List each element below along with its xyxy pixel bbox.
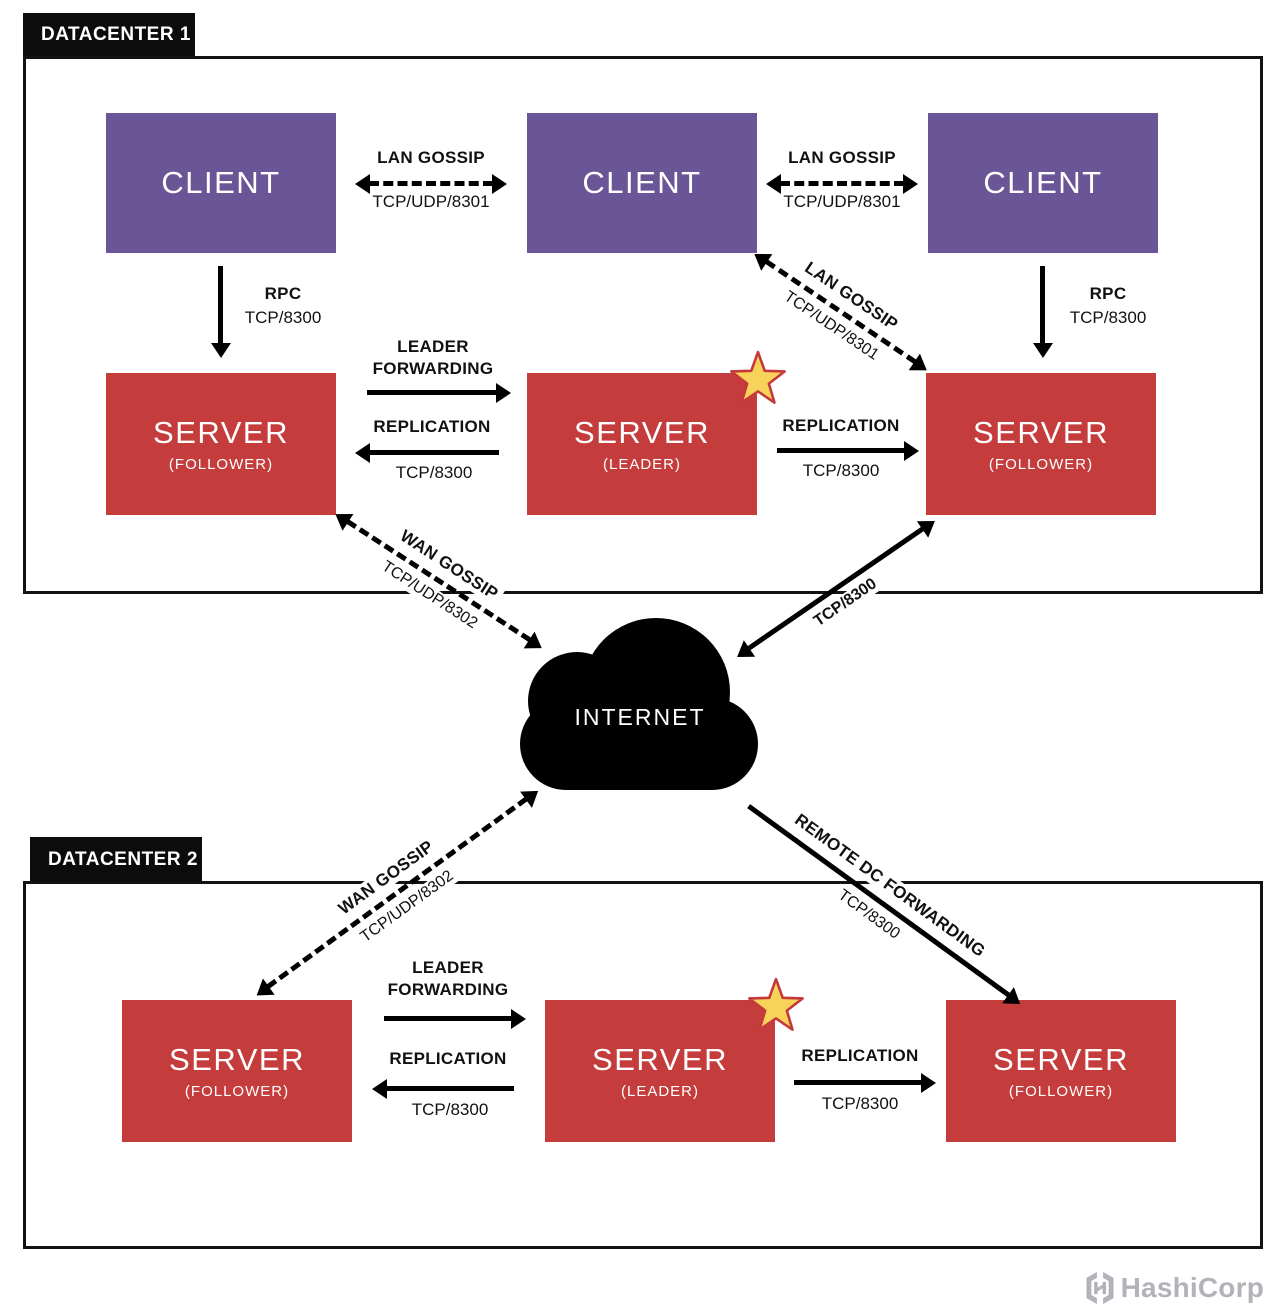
datacenter1-label: DATACENTER 1 [41, 24, 191, 45]
leader-forwarding-label-line2: FORWARDING [372, 359, 494, 378]
replication-label: REPLICATION [782, 416, 900, 435]
server-title: SERVER [153, 415, 289, 450]
client-title: CLIENT [983, 165, 1103, 200]
leader-forwarding-label-line1: LEADER [397, 337, 469, 356]
leader-forwarding-arrow [384, 1008, 526, 1029]
dc2-server-follower-right: SERVER (FOLLOWER) [946, 1000, 1176, 1142]
server-role: (FOLLOWER) [184, 1083, 290, 1100]
dc1-client-2: CLIENT [527, 113, 757, 253]
lan-gossip-arrow [355, 173, 507, 194]
hashicorp-wordmark: HashiCorp [1120, 1272, 1264, 1303]
leader-forwarding-arrow [367, 382, 511, 403]
datacenter2-tab: DATACENTER 2 [30, 837, 202, 882]
server-title: SERVER [592, 1042, 728, 1077]
server-role: (FOLLOWER) [988, 456, 1094, 473]
lan-gossip-port: TCP/UDP/8301 [783, 192, 901, 211]
leader-star-icon [730, 350, 786, 404]
replication-label: REPLICATION [801, 1046, 919, 1065]
server-title: SERVER [993, 1042, 1129, 1077]
dc2-server-follower-left: SERVER (FOLLOWER) [122, 1000, 352, 1142]
server-title: SERVER [574, 415, 710, 450]
leader-star-icon [748, 977, 804, 1031]
server-title: SERVER [169, 1042, 305, 1077]
replication-port: TCP/8300 [411, 1100, 489, 1119]
datacenter1-tab: DATACENTER 1 [23, 13, 195, 57]
dc1-server-leader: SERVER (LEADER) [527, 373, 757, 515]
replication-port: TCP/8300 [395, 463, 473, 482]
replication-arrow [794, 1072, 936, 1093]
rpc-port: TCP/8300 [1069, 308, 1147, 327]
internet-cloud: INTERNET [520, 618, 760, 790]
server-role: (FOLLOWER) [1008, 1083, 1114, 1100]
leader-forwarding-label-line2: FORWARDING [387, 980, 509, 999]
dc2-server-leader: SERVER (LEADER) [545, 1000, 775, 1142]
server-role: (LEADER) [602, 456, 681, 473]
server-role: (LEADER) [620, 1083, 699, 1100]
server-title: SERVER [973, 415, 1109, 450]
replication-arrow [355, 442, 499, 463]
replication-port: TCP/8300 [802, 461, 880, 480]
server-role: (FOLLOWER) [168, 456, 274, 473]
replication-arrow [372, 1078, 514, 1099]
rpc-port: TCP/8300 [244, 308, 322, 327]
dc1-client-3: CLIENT [928, 113, 1158, 253]
client-title: CLIENT [582, 165, 702, 200]
replication-label: REPLICATION [389, 1049, 507, 1068]
dc1-server-follower-right: SERVER (FOLLOWER) [926, 373, 1156, 515]
datacenter2-box [23, 881, 1263, 1249]
rpc-arrow [1032, 266, 1053, 358]
lan-gossip-arrow [766, 173, 918, 194]
lan-gossip-label: LAN GOSSIP [377, 148, 485, 167]
replication-arrow [777, 440, 919, 461]
leader-forwarding-label-line1: LEADER [412, 958, 484, 977]
dc1-client-1: CLIENT [106, 113, 336, 253]
client-title: CLIENT [161, 165, 281, 200]
replication-label: REPLICATION [373, 417, 491, 436]
rpc-arrow [210, 266, 231, 358]
datacenter1-box [23, 56, 1263, 594]
replication-port: TCP/8300 [821, 1094, 899, 1113]
internet-label: INTERNET [574, 704, 706, 730]
lan-gossip-port: TCP/UDP/8301 [372, 192, 490, 211]
rpc-label: RPC [1089, 284, 1127, 303]
rpc-label: RPC [264, 284, 302, 303]
datacenter2-label: DATACENTER 2 [48, 848, 198, 870]
hashicorp-logo: HashiCorp [1086, 1272, 1264, 1304]
lan-gossip-label: LAN GOSSIP [788, 148, 896, 167]
cloud-base [520, 698, 758, 790]
dc1-server-follower-left: SERVER (FOLLOWER) [106, 373, 336, 515]
hashicorp-icon [1086, 1272, 1114, 1304]
